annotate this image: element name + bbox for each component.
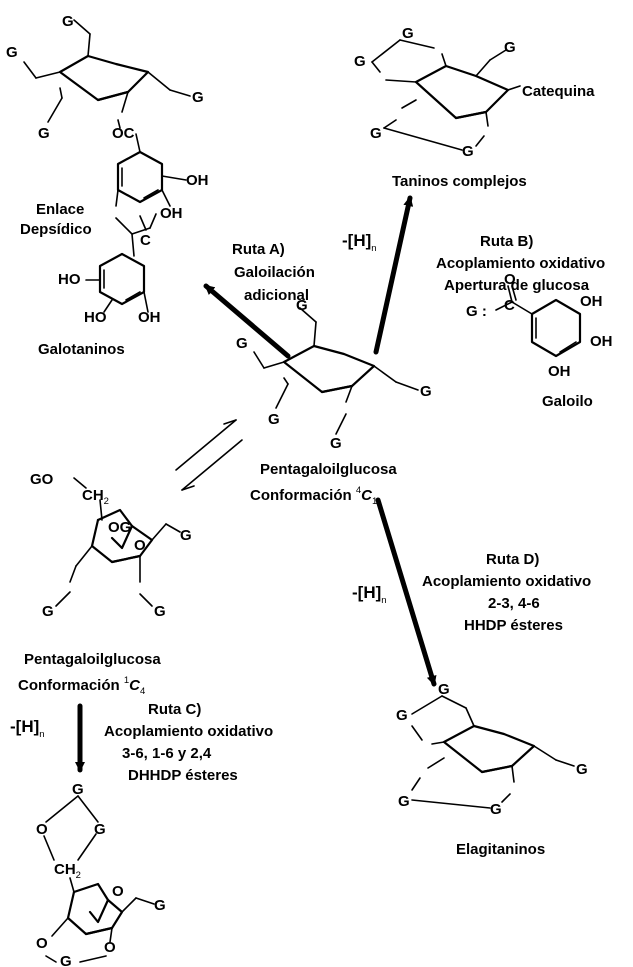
galoilo-key-label: G : (466, 303, 487, 320)
g-label: G (330, 435, 342, 452)
ruta-c-desc1: Acoplamiento oxidativo (104, 723, 273, 740)
oh-label: OH (580, 293, 603, 310)
g-label: G (462, 143, 474, 160)
carbonyl-label: OC (112, 125, 135, 142)
g-label: G (398, 793, 410, 810)
ruta-b-minus-h: -[H]n (342, 231, 377, 254)
ring-o-label: O (134, 537, 146, 554)
galoilo-label: Galoilo (542, 393, 593, 410)
pgg-4c1-name: Pentagaloilglucosa (260, 461, 397, 478)
ruta-b-desc2: Apertura de glucosa (444, 277, 590, 294)
ring-o-label: O (104, 939, 116, 956)
ho-label: HO (84, 309, 107, 326)
ruta-c-title: Ruta C) (148, 701, 201, 718)
g-label: G (420, 383, 432, 400)
ruta-a-desc2: adicional (244, 287, 309, 304)
ruta-a-arrow (203, 283, 291, 359)
pgg-4c1-structure: G G G G G (236, 297, 432, 452)
galotaninos-structure: G G G G OC OH OH C HO HO OH (6, 13, 209, 326)
g-label: G (192, 89, 204, 106)
og-label: OG (108, 519, 131, 536)
ruta-c-product-structure: G O G CH2 O G O O G (36, 781, 166, 967)
pgg-4c1-conformation: Conformación 4C1 (250, 485, 377, 507)
g-label: G (396, 707, 408, 724)
ruta-c-desc3: DHHDP ésteres (128, 767, 238, 784)
pgg-1c4-name: Pentagaloilglucosa (24, 651, 161, 668)
enlace-label: Enlace (36, 201, 84, 218)
taninos-complejos-label: Taninos complejos (392, 173, 527, 190)
oh-label: OH (160, 205, 183, 222)
oh-label: OH (548, 363, 571, 380)
g-label: G (72, 781, 84, 798)
ruta-d-desc2: 2-3, 4-6 (488, 595, 540, 612)
g-label: G (180, 527, 192, 544)
g-label: G (402, 25, 414, 42)
taninos-complejos-structure: G G G G G Catequina (354, 25, 595, 160)
oh-label: OH (590, 333, 613, 350)
ring-o-label: O (36, 821, 48, 838)
catequina-label: Catequina (522, 83, 595, 100)
ho-label: HO (58, 271, 81, 288)
g-label: G (60, 953, 72, 967)
ruta-d-title: Ruta D) (486, 551, 539, 568)
g-label: G (6, 44, 18, 61)
ruta-a-desc1: Galoilación (234, 264, 315, 281)
carbonyl-c-label: C (504, 297, 515, 314)
elagitaninos-label: Elagitaninos (456, 841, 545, 858)
ring-o-label: O (112, 883, 124, 900)
elagitaninos-structure: G G G G G (396, 681, 588, 818)
ruta-d-desc3: HHDP ésteres (464, 617, 563, 634)
g-label: G (370, 125, 382, 142)
ruta-d-arrow (375, 497, 437, 687)
g-label: G (490, 801, 502, 818)
depsidico-label: Depsídico (20, 221, 92, 238)
pgg-1c4-structure: GO CH2 OG O G G G (30, 471, 192, 620)
g-label: G (296, 297, 308, 314)
galotaninos-label: Galotaninos (38, 341, 125, 358)
ch2-label: CH2 (82, 487, 109, 507)
ruta-c-minus-h: -[H]n (10, 717, 45, 740)
galoilo-key: G : O C OH OH OH (466, 271, 613, 380)
oh-label: OH (138, 309, 161, 326)
ch2-label: CH2 (54, 861, 81, 881)
ruta-b-arrow (373, 195, 414, 355)
g-label: G (576, 761, 588, 778)
g-label: G (154, 897, 166, 914)
g-label: G (38, 125, 50, 142)
g-label: G (236, 335, 248, 352)
ruta-b-desc1: Acoplamiento oxidativo (436, 255, 605, 272)
go-label: GO (30, 471, 54, 488)
equilibrium-arrows (175, 419, 243, 491)
g-label: G (504, 39, 516, 56)
carbonyl-label: C (140, 232, 151, 249)
g-label: G (154, 603, 166, 620)
ruta-d-desc1: Acoplamiento oxidativo (422, 573, 591, 590)
oh-label: OH (186, 172, 209, 189)
pgg-1c4-conformation: Conformación 1C4 (18, 675, 145, 697)
g-label: G (354, 53, 366, 70)
g-label: G (94, 821, 106, 838)
g-label: G (268, 411, 280, 428)
carbonyl-o-label: O (504, 271, 516, 288)
g-label: G (42, 603, 54, 620)
g-label: G (62, 13, 74, 30)
ring-o-label: O (36, 935, 48, 952)
ruta-c-desc2: 3-6, 1-6 y 2,4 (122, 745, 212, 762)
ruta-a-title: Ruta A) (232, 241, 285, 258)
ruta-b-title: Ruta B) (480, 233, 533, 250)
g-label: G (438, 681, 450, 698)
ruta-d-minus-h: -[H]n (352, 583, 387, 606)
